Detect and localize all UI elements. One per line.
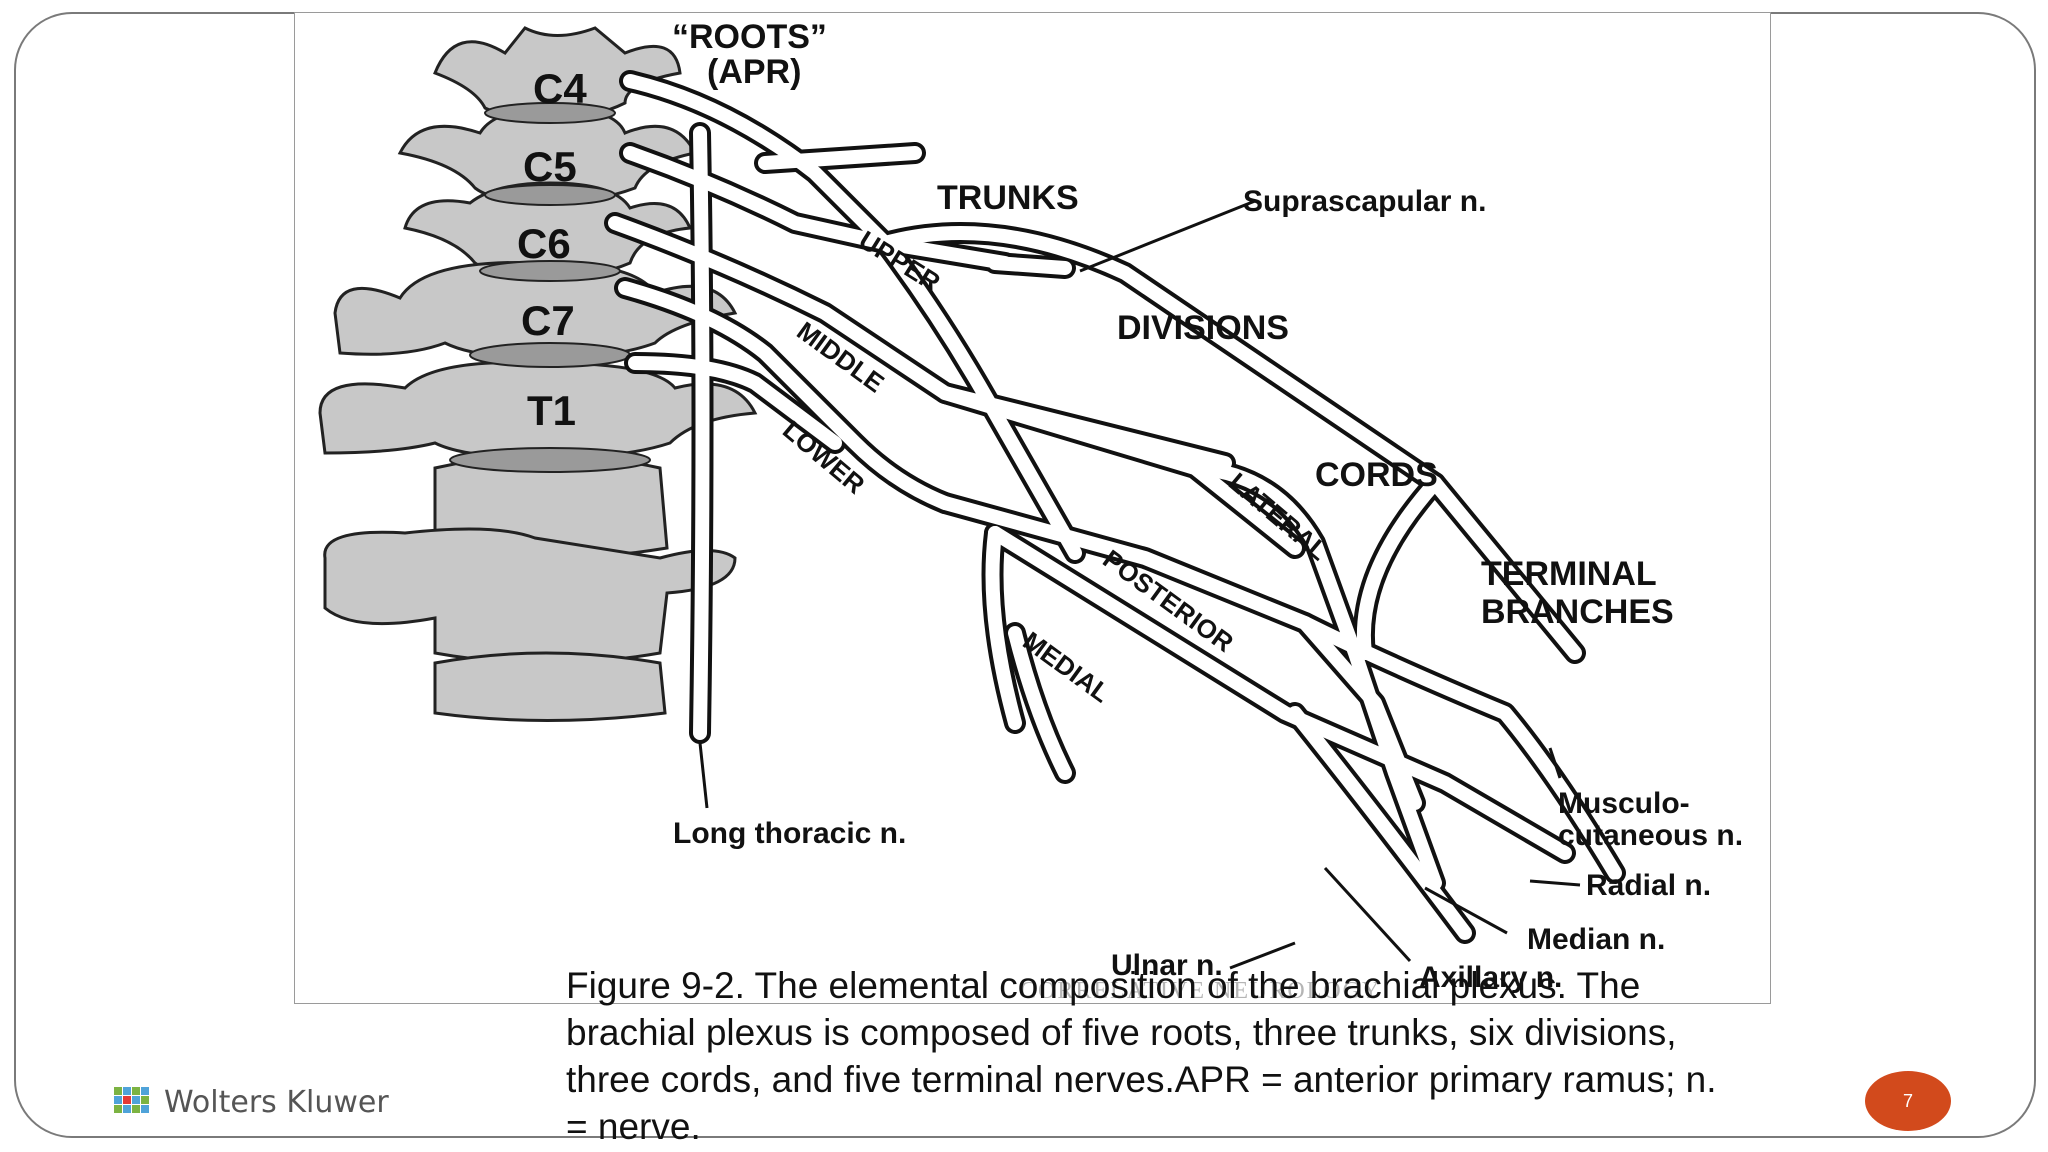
terminal-label-line1: TERMINAL [1481, 555, 1657, 593]
vertebra-label-c5: C5 [523, 143, 577, 190]
spine [318, 26, 758, 722]
vertebra-label-c6: C6 [517, 220, 571, 267]
suprascapular-label: Suprascapular n. [1243, 185, 1486, 218]
vertebra-labels: C4 C5 C6 C7 T1 [517, 65, 587, 434]
axillary-label: Axillary n. [1419, 961, 1562, 994]
figure-caption: Figure 9-2. The elemental composition of… [566, 965, 1717, 1147]
vertebra-label-c4: C4 [533, 65, 587, 112]
radial-label: Radial n. [1586, 869, 1711, 902]
wolters-kluwer-logo: Wolters Kluwer [110, 1080, 389, 1124]
ulnar-label: Ulnar n. [1111, 949, 1223, 982]
musculocutaneous-label-line2: cutaneous n. [1558, 819, 1743, 852]
roots-label-line2: (APR) [707, 53, 801, 91]
cords-label: CORDS [1315, 456, 1438, 494]
brand-name: Wolters Kluwer [164, 1084, 389, 1120]
musculocutaneous-label-line1: Musculo- [1558, 787, 1690, 820]
brachial-plexus-figure: C4 C5 C6 C7 T1 “ROOTS” (APR) TRUNKS DIVI… [294, 12, 1771, 1004]
vertebra-label-c7: C7 [521, 297, 575, 344]
terminal-label-line2: BRANCHES [1481, 593, 1674, 631]
vertebra-label-t1: T1 [527, 387, 576, 434]
trunks-label: TRUNKS [937, 179, 1079, 217]
median-label: Median n. [1527, 923, 1665, 956]
page-number-badge: 7 [1865, 1071, 1951, 1131]
divisions-label: DIVISIONS [1117, 309, 1289, 347]
long-thoracic-label: Long thoracic n. [673, 817, 906, 850]
watermark: CORRELATIVE NEUROLOGY [1020, 978, 1381, 1004]
pointer-lines [698, 199, 1581, 970]
roots-label-line1: “ROOTS” [672, 18, 827, 56]
wolters-kluwer-logo-icon [114, 1087, 149, 1113]
